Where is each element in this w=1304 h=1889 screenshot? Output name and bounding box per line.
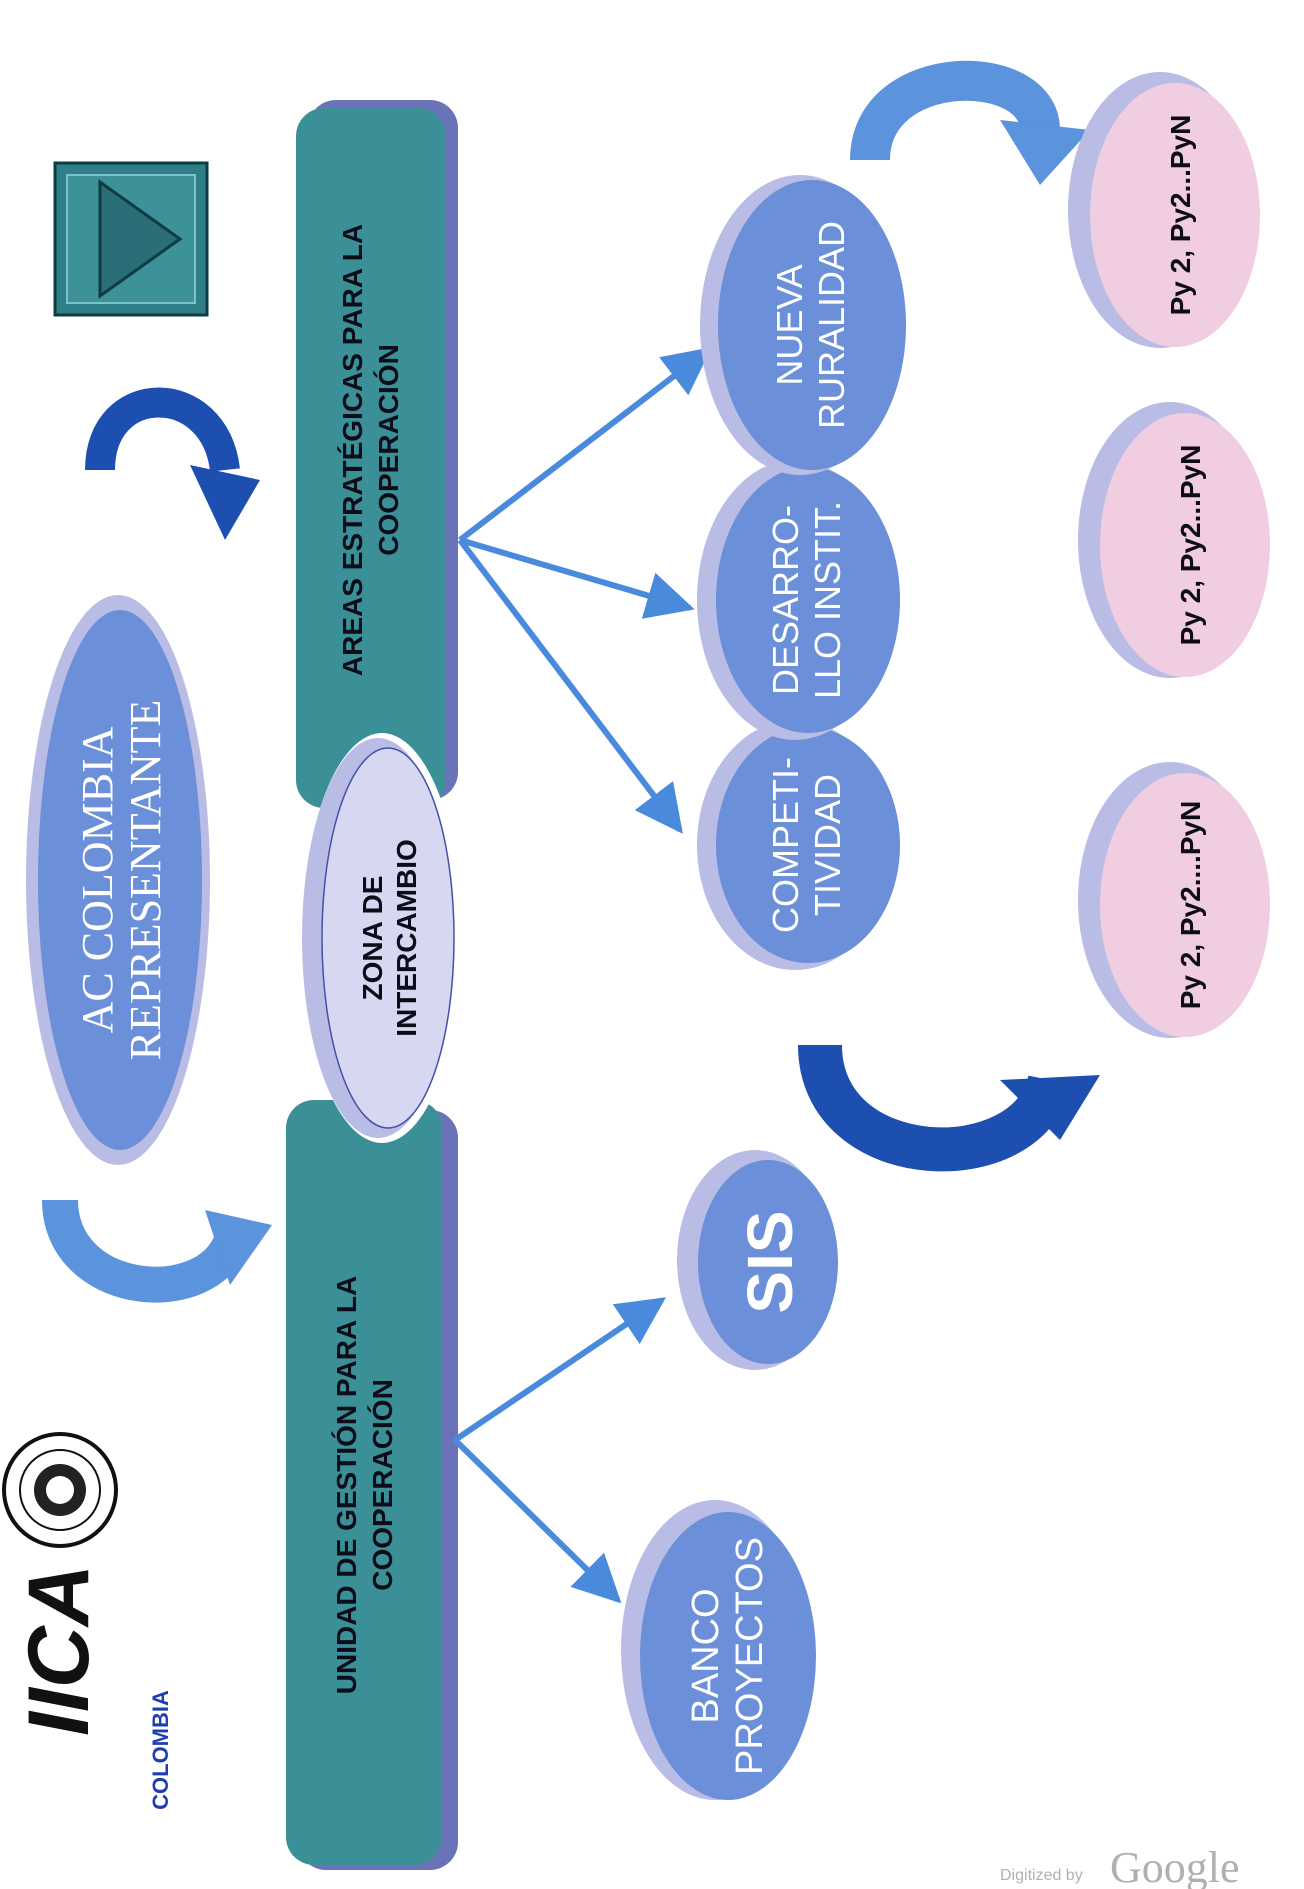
banco-line1: BANCO [685, 1588, 727, 1723]
node-zona-intercambio: ZONA DE INTERCAMBIO [302, 733, 462, 1143]
digitized-prefix: Digitized by [1000, 1867, 1083, 1884]
ruralidad-line1: NUEVA [769, 264, 810, 385]
arrow-to-banco [452, 1437, 622, 1604]
node-areas-estrategicas: AREAS ESTRATÉGICAS PARA LA COOPERACIÓN [296, 100, 458, 808]
competitividad-line2: TIVIDAD [807, 774, 848, 916]
digitized-watermark: Digitized by Google [1000, 1843, 1240, 1889]
desarrollo-line2: LLO INSTIT. [807, 501, 848, 699]
node-nueva-ruralidad: NUEVA RURALIDAD [700, 175, 906, 475]
digitized-brand: Google [1110, 1843, 1240, 1889]
zona-line2: INTERCAMBIO [391, 839, 422, 1037]
iica-country-label: COLOMBIA [148, 1690, 173, 1810]
arrow-to-sis [453, 1297, 666, 1443]
desarrollo-line1: DESARRO- [765, 505, 806, 695]
iica-logo: IICA COLOMBIA [2, 1432, 173, 1810]
cycle-arrow-top [85, 387, 260, 540]
sis-label: SIS [734, 1210, 806, 1313]
unidad-line2: COOPERACIÓN [367, 1379, 398, 1591]
node-representante: AC COLOMBIA REPRESENTANTE [26, 595, 210, 1165]
project-label: Py 2, Py2...PyN [1175, 445, 1206, 646]
banco-line2: PROYECTOS [729, 1537, 771, 1775]
cycle-arrow-right-top [850, 60, 1090, 185]
node-sis: SIS [677, 1150, 838, 1370]
project-label: Py 2, Py2....PyN [1175, 801, 1206, 1010]
arrow-to-nueva-ruralidad [458, 347, 712, 543]
arrow-to-desarrollo [459, 537, 695, 619]
areas-line1: AREAS ESTRATÉGICAS PARA LA [337, 224, 368, 676]
connectors [452, 347, 712, 1604]
node-desarrollo-institucional: DESARRO- LLO INSTIT. [697, 460, 900, 740]
competitividad-line1: COMPETI- [765, 757, 806, 933]
nav-button[interactable] [53, 161, 209, 317]
zona-line1: ZONA DE [357, 876, 388, 1001]
representante-line2: REPRESENTANTE [121, 700, 170, 1061]
node-banco-proyectos: BANCO PROYECTOS [621, 1500, 816, 1800]
unidad-line1: UNIDAD DE GESTIÓN PARA LA [331, 1276, 362, 1694]
project-ellipse-2: Py 2, Py2...PyN [1078, 402, 1270, 678]
ruralidad-line2: RURALIDAD [811, 221, 852, 429]
project-ellipse-1: Py 2, Py2....PyN [1078, 762, 1270, 1038]
node-unidad-gestion: UNIDAD DE GESTIÓN PARA LA COOPERACIÓN [286, 1100, 458, 1870]
cycle-arrow-left [42, 1198, 272, 1303]
node-competitividad: COMPETI- TIVIDAD [697, 720, 900, 970]
arrow-to-competitividad [457, 538, 683, 834]
areas-line2: COOPERACIÓN [373, 344, 404, 556]
iica-wordmark: IICA [11, 1564, 107, 1736]
representante-line1: AC COLOMBIA [73, 726, 122, 1033]
triangle-icon [98, 179, 183, 299]
project-label: Py 2, Py2...PyN [1165, 115, 1196, 316]
iica-seal [2, 1432, 118, 1548]
project-ellipse-3: Py 2, Py2...PyN [1068, 72, 1260, 348]
cycle-arrow-right-bottom [798, 1043, 1100, 1172]
